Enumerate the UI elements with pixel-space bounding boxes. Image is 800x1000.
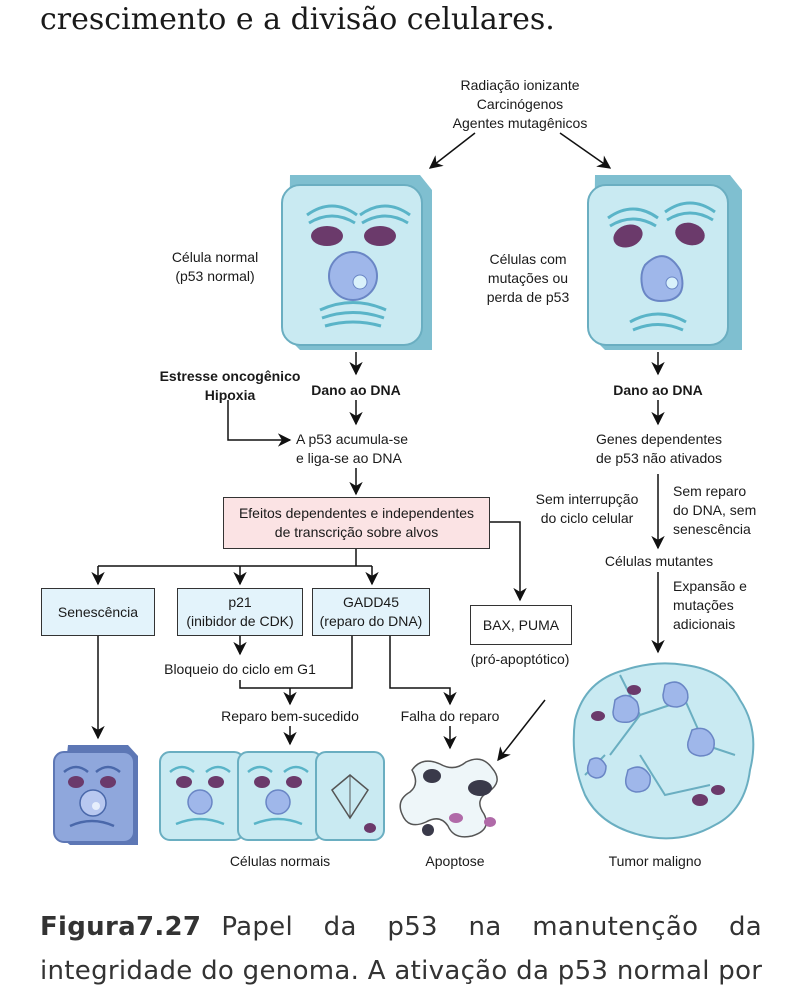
effects-box: Efeitos dependentes e independentes de t… (223, 497, 490, 549)
left-dna-damage: Dano ao DNA (311, 382, 401, 398)
bax-puma-box: BAX, PUMA (470, 605, 572, 645)
stress-hypoxia: Hipoxia (204, 387, 256, 403)
trigger-list: Radiação ionizante Carcinógenos Agentes … (430, 76, 610, 133)
mutant-cell-label: Células com mutações ou perda de p53 (478, 250, 578, 307)
trigger-carcinogens: Carcinógenos (476, 96, 564, 112)
figure-label: Figura (40, 912, 136, 942)
mutant-cell-label-line2: mutações ou (487, 270, 569, 286)
no-cycle-arrest-line2: do ciclo celular (540, 510, 634, 526)
caption-line1: Figura 7.27 Papel da p53 na manutenção d… (40, 912, 762, 942)
header-text: crescimento e a divisão celulares. (40, 2, 555, 37)
p53-accumulates: A p53 acumula-se e liga-se ao DNA (296, 430, 466, 468)
normal-cells-label: Células normais (229, 853, 331, 869)
genes-not-activated-line2: de p53 não ativados (595, 450, 723, 466)
mutant-cell-illustration (587, 175, 742, 350)
normal-cells-illustration (159, 751, 385, 841)
no-cycle-arrest: Sem interrupção do ciclo celular (524, 490, 650, 528)
mutant-cells: Células mutantes (604, 553, 714, 569)
genes-not-activated-line1: Genes dependentes (595, 431, 723, 447)
mutant-cell-label-line3: perda de p53 (486, 289, 570, 305)
caption-line1-text: Papel da p53 na manutenção da (221, 912, 762, 942)
caption-line2: integridade do genoma. A ativação da p53… (40, 956, 763, 986)
pro-apoptotic-label: (pró-apoptótico) (470, 651, 570, 667)
senescent-cell-illustration (53, 745, 138, 845)
expansion: Expansão e mutações adicionais (673, 577, 783, 634)
figure-number: 7.27 (135, 912, 202, 942)
apoptosis-illustration (399, 758, 498, 838)
expansion-line1: Expansão e (673, 578, 747, 594)
senescence-box: Senescência (41, 588, 155, 636)
repair-failure-label: Falha do reparo (400, 708, 500, 724)
arrow-trigger-left (428, 132, 476, 169)
p21-box: p21 (inibidor de CDK) (177, 588, 303, 636)
stress-label: Estresse oncogênico Hipoxia (148, 367, 312, 405)
gadd45-box: GADD45 (reparo do DNA) (312, 588, 430, 636)
tumor-illustration (572, 662, 755, 840)
p21-subtitle: (inibidor de CDK) (186, 613, 294, 629)
g1-block-label: Bloqueio do ciclo em G1 (164, 661, 316, 677)
right-dna-damage: Dano ao DNA (613, 382, 703, 398)
gadd45-subtitle: (reparo do DNA) (319, 613, 423, 629)
normal-cell-label-line1: Célula normal (171, 249, 259, 265)
p53-accumulates-line1: A p53 acumula-se (296, 431, 409, 447)
arrow-trigger-right (559, 132, 612, 169)
mutant-cell-label-line1: Células com (489, 251, 567, 267)
normal-cell-label-line2: (p53 normal) (175, 268, 255, 284)
trigger-mutagens: Agentes mutagênicos (452, 115, 588, 131)
no-repair-line1: Sem reparo (673, 483, 747, 499)
apoptosis-label: Apoptose (425, 853, 485, 869)
no-cycle-arrest-line1: Sem interrupção (535, 491, 639, 507)
normal-cell-illustration (281, 175, 432, 350)
expansion-line3: adicionais (673, 616, 736, 632)
p53-accumulates-line2: e liga-se ao DNA (296, 450, 402, 466)
gadd45-title: GADD45 (342, 594, 400, 610)
effects-box-line2: de transcrição sobre alvos (274, 524, 439, 540)
expansion-line2: mutações (673, 597, 734, 613)
no-repair-line2: do DNA, sem (673, 502, 757, 518)
trigger-radiation: Radiação ionizante (460, 77, 580, 93)
normal-cell-label: Célula normal (p53 normal) (155, 248, 275, 286)
genes-not-activated: Genes dependentes de p53 não ativados (574, 430, 744, 468)
repair-success-label: Reparo bem-sucedido (221, 708, 359, 724)
effects-box-line1: Efeitos dependentes e independentes (238, 505, 475, 521)
tumor-label: Tumor maligno (608, 853, 702, 869)
no-repair: Sem reparo do DNA, sem senescência (673, 482, 793, 539)
p21-title: p21 (228, 594, 252, 610)
stress-oncogenic: Estresse oncogênico (159, 368, 301, 384)
no-repair-line3: senescência (673, 521, 751, 537)
